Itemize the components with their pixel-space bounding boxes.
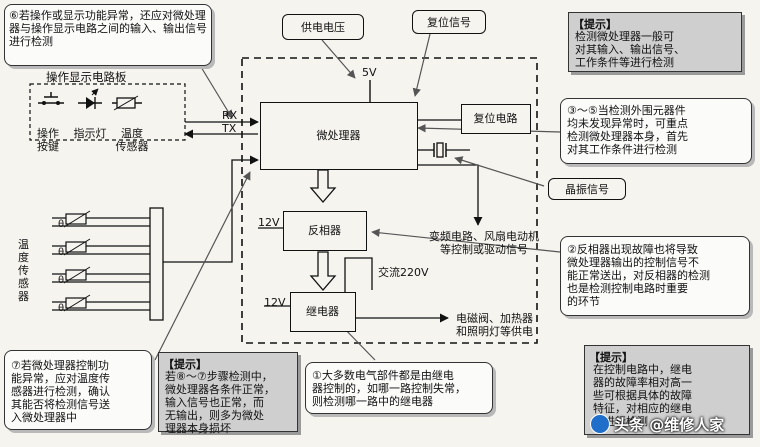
relay-block: 继电器 <box>290 292 356 332</box>
panel-temp-label: 温度 传感器 <box>115 127 149 153</box>
mcu-to-inverter-arrow <box>309 169 337 203</box>
panel-boundary <box>29 83 186 141</box>
controller-boundary <box>241 57 538 344</box>
reset-signal-label-box: 复位信号 <box>412 10 486 34</box>
key-switch-symbol <box>38 92 64 105</box>
microprocessor-block: 微处理器 <box>260 102 418 170</box>
tip-middle-body: 若⑧～⑦步骤检测中， 微处理器各条件正常， 输入信号也正常，而 无输出，则多为微… <box>165 370 275 435</box>
reset-circuit-label: 复位电路 <box>473 112 518 125</box>
reset-circuit-block: 复位电路 <box>461 104 531 134</box>
power-loads-label: 电磁阀、加热器 和照明灯等供电 <box>456 312 533 338</box>
note-1: ①大多数电气部件都是由继电 器控制的，如哪一路控制失常， 则检测哪一路中的继电器 <box>305 362 493 414</box>
temp-sensor-1 <box>52 210 150 228</box>
theta-3: θ <box>58 275 65 286</box>
tip-top-right-header: 【提示】 <box>573 18 617 31</box>
microprocessor-label: 微处理器 <box>316 129 361 142</box>
rx-label: RX <box>222 109 238 122</box>
note-2: ②反相器出现故障也将导致 微处理器输出的控制信号不 能正常送出，对反相器的检测 … <box>560 236 750 316</box>
tip-bottom-right-header: 【提示】 <box>589 351 633 364</box>
note-3-5: ③～⑤当检测外围元器件 均未发现异常时，可重点 检测微处理器本身，首先 对其工作… <box>560 98 752 164</box>
note-7: ⑦若微处理器控制功 能异常，应对温度传 感器进行检测，确认 其能否将检测信号送 … <box>4 350 152 430</box>
panel-led-label: 指示灯 <box>73 127 107 140</box>
tip-top-right: 【提示】 检测微处理器一般可 对其输入、输出信号、 工作条件等进行检测 <box>568 12 742 72</box>
relay-label: 继电器 <box>306 305 339 318</box>
tip-middle: 【提示】 若⑧～⑦步骤检测中， 微处理器各条件正常， 输入信号也正常，而 无输出… <box>158 352 298 435</box>
temp-sensor-4 <box>52 294 150 312</box>
temp-sensors-label: 温 度 传 感 器 <box>18 238 29 303</box>
note-3-5-text: ③～⑤当检测外围元器件 均未发现异常时，可重点 检测微处理器本身，首先 对其工作… <box>567 104 688 156</box>
note-6: ⑥若操作或显示功能异常，还应对微处理器与操作显示电路之间的输入、输出信号进行检测 <box>4 4 212 66</box>
panel-temp-sensor-symbol <box>112 95 142 111</box>
tip-bottom-right: 【提示】 在控制电路中，继电 器的故障率相对高一 些可根据具体的故障 特征，对相… <box>584 345 750 435</box>
note-7-text: ⑦若微处理器控制功 能异常，应对温度传 感器进行检测，确认 其能否将检测信号送 … <box>11 359 110 424</box>
watermark-avatar <box>590 414 610 434</box>
inverter-to-relay-arrow <box>309 251 337 291</box>
sensor-bus-bar <box>149 207 164 321</box>
panel-key-label: 操作 按键 <box>37 127 59 153</box>
crystal-signal-label-box: 晶振信号 <box>548 178 626 200</box>
note-2-text: ②反相器出现故障也将导致 微处理器输出的控制信号不 能正常送出，对反相器的检测 … <box>567 243 710 308</box>
tx-label: TX <box>222 122 237 135</box>
v12-inverter-label: 12V <box>258 216 280 229</box>
tip-top-right-body: 检测微处理器一般可 对其输入、输出信号、 工作条件等进行检测 <box>575 30 685 69</box>
drive-signals-label: 变频电路、风扇电动机 等控制或驱动信号 <box>429 230 539 256</box>
panel-title: 操作显示电路板 <box>46 70 127 84</box>
note-6-text: ⑥若操作或显示功能异常，还应对微处理器与操作显示电路之间的输入、输出信号进行检测 <box>9 9 207 48</box>
v5-label: 5V <box>362 66 377 79</box>
temp-sensor-2 <box>52 238 150 256</box>
theta-4: θ <box>58 303 65 314</box>
crystal-oscillator-symbol <box>418 142 470 158</box>
theta-1: θ <box>58 219 65 230</box>
led-symbol <box>78 88 102 109</box>
reset-signal-label: 复位信号 <box>427 16 471 29</box>
supply-voltage-label: 供电电压 <box>301 21 345 34</box>
tip-middle-header: 【提示】 <box>163 358 207 371</box>
supply-voltage-label-box: 供电电压 <box>282 14 364 40</box>
theta-2: θ <box>58 247 65 258</box>
inverter-label: 反相器 <box>308 224 341 237</box>
note-1-text: ①大多数电气部件都是由继电 器控制的，如哪一路控制失常， 则检测哪一路中的继电器 <box>312 369 466 408</box>
temp-sensor-3 <box>52 266 150 284</box>
crystal-signal-label: 晶振信号 <box>565 183 609 196</box>
ac220-label: 交流220V <box>378 266 429 279</box>
watermark-text: 头条 @维修人家 <box>614 416 725 434</box>
v12-relay-label: 12V <box>264 296 286 309</box>
inverter-block: 反相器 <box>283 211 367 251</box>
